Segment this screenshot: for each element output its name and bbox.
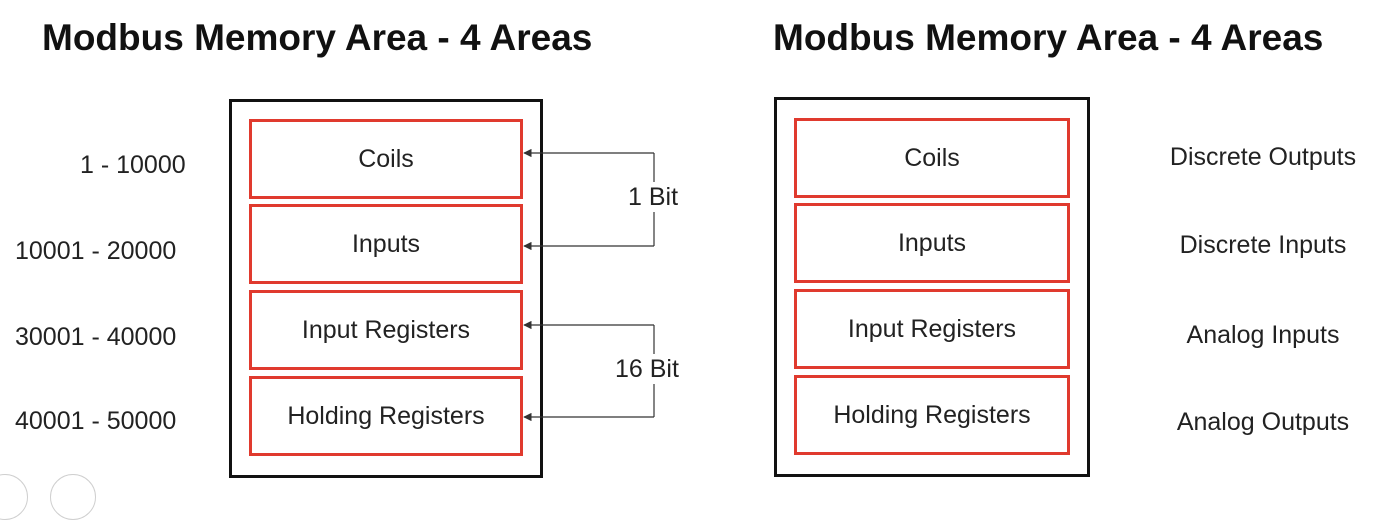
right-area-inputs: Inputs [794, 203, 1070, 283]
address-range-coils: 1 - 10000 [80, 151, 186, 179]
right-memory-box [774, 97, 1090, 477]
address-range-inputs: 10001 - 20000 [15, 237, 177, 265]
right-area-input-registers: Input Registers [794, 289, 1070, 369]
decorative-circle-icon [50, 474, 96, 520]
left-area-input-registers: Input Registers [249, 290, 523, 370]
right-diagram-title: Modbus Memory Area - 4 Areas [773, 17, 1324, 58]
description-analog-outputs: Analog Outputs [1176, 408, 1350, 436]
description-discrete-outputs: Discrete Outputs [1169, 143, 1357, 171]
address-range-input-registers: 30001 - 40000 [15, 323, 177, 351]
left-diagram-title: Modbus Memory Area - 4 Areas [42, 17, 593, 58]
left-memory-box [229, 99, 543, 478]
right-area-holding-registers: Holding Registers [794, 375, 1070, 455]
left-area-coils: Coils [249, 119, 523, 199]
description-discrete-inputs: Discrete Inputs [1179, 231, 1347, 259]
sixteen-bit-label: 16 Bit [613, 354, 681, 384]
right-area-coils: Coils [794, 118, 1070, 198]
description-analog-inputs: Analog Inputs [1186, 321, 1340, 349]
one-bit-label: 1 Bit [626, 182, 681, 212]
left-area-inputs: Inputs [249, 204, 523, 284]
left-area-holding-registers: Holding Registers [249, 376, 523, 456]
address-range-holding-registers: 40001 - 50000 [15, 407, 177, 435]
